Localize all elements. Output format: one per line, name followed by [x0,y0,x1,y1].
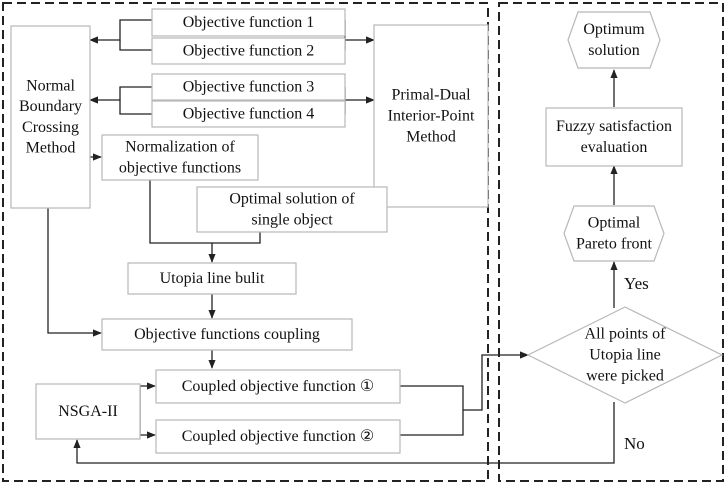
node-nbc-text: Method [26,140,76,157]
node-decision-text: were picked [586,367,664,384]
node-c2: Coupled objective function ② [155,419,401,454]
node-fuzzy: Fuzzy satisfaction evaluation [545,107,683,167]
node-nsga: NSGA-II [35,383,141,440]
node-of4: Objective function 4 [151,100,346,128]
left-dashed-region [2,2,489,482]
node-decision-shape [526,306,724,404]
node-single: Optimal solution of single object [196,186,388,233]
connector-join-decision [463,351,529,411]
node-coupling-text: Objective functions coupling [134,326,320,343]
right-dashed-region [498,2,724,482]
node-optimum-text: solution [588,42,640,59]
node-nbc-text: Boundary [19,98,82,115]
node-optimum-text: Optimum [583,21,645,38]
node-of3: Objective function 3 [151,73,346,101]
node-pareto-shape [563,205,665,262]
node-decision-text: Utopia line [589,347,661,364]
node-norm-text: objective functions [119,159,241,176]
connector-of4-nbc [119,100,152,115]
node-decision-text: All points of [585,326,667,343]
node-pareto-text: Pareto front [576,235,653,252]
node-of2: Objective function 2 [151,37,346,65]
node-pd-text: Primal-Dual [391,87,471,104]
connector-single-utopia [208,232,261,263]
node-c1-text: Coupled objective function ① [182,378,375,395]
connector-of3-pd [344,87,375,104]
connector-of1-nbc [89,19,152,44]
connector-group [47,19,618,464]
node-fuzzy-text: evaluation [581,139,648,156]
connector-of3-nbc [89,86,152,104]
connector-nsga-c1 [139,382,156,410]
node-coupling: Objective functions coupling [101,318,353,351]
node-single-shape [196,186,388,233]
connector-nsga-c2 [139,410,156,439]
node-single-text: Optimal solution of [229,191,355,208]
node-coupling-shape [101,318,353,351]
node-optimum-shape [567,11,661,69]
connector-nbc-coupling [47,208,102,337]
node-optimum: Optimum solution [567,11,661,69]
node-pd-text: Method [406,128,456,145]
node-norm-text: Normalization of [125,139,235,156]
node-c1: Coupled objective function ① [155,369,401,404]
node-pareto-text: Optimal [588,215,641,232]
node-c2-shape [155,419,401,454]
node-of1-text: Objective function 1 [183,14,315,31]
node-nbc-text: Normal [26,77,75,94]
node-nsga-text: NSGA-II [58,403,118,420]
node-of3-shape [151,73,346,101]
node-of3-text: Objective function 3 [183,79,315,96]
node-nbc-shape [10,25,91,209]
node-fuzzy-shape [545,107,683,167]
node-single-text: single object [251,211,333,228]
node-utopia-text: Utopia line bulit [160,270,265,287]
node-of2-shape [151,37,346,65]
node-nsga-shape [35,383,141,440]
node-of1-shape [151,8,346,37]
node-decision: All points of Utopia line were picked [526,306,724,404]
connector-c1-join [400,385,464,436]
node-of4-text: Objective function 4 [183,106,315,123]
connector-decision-nsga [73,402,615,464]
node-c1-shape [155,369,401,404]
edge-label-no: No [624,434,645,453]
node-of4-shape [151,100,346,128]
node-pd-shape [373,24,489,208]
node-nbc-text: Crossing [22,119,79,136]
connector-norm-utopia [149,180,212,244]
node-norm-shape [101,134,259,181]
node-norm: Normalization of objective functions [101,134,259,181]
node-of2-text: Objective function 2 [183,43,315,60]
connector-of2-nbc [119,40,152,51]
node-fuzzy-text: Fuzzy satisfaction [556,118,672,135]
edge-label-yes: Yes [624,274,649,293]
node-pd-text: Interior-Point [388,108,475,125]
node-utopia: Utopia line bulit [127,262,297,295]
connector-of1-pd [344,20,375,44]
node-of1: Objective function 1 [151,8,346,37]
node-utopia-shape [127,262,297,295]
node-c2-text: Coupled objective function ② [182,428,375,445]
